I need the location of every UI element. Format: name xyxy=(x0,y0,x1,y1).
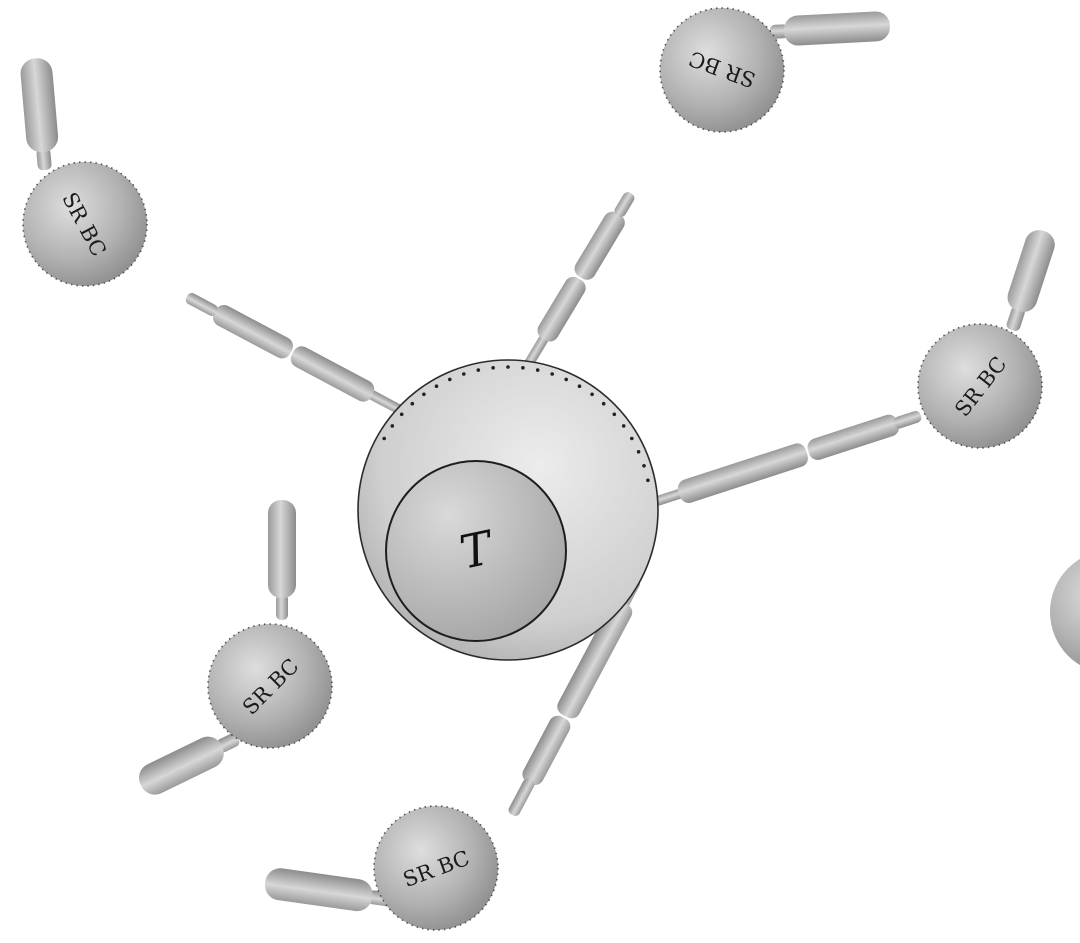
srbc-sphere-icon xyxy=(23,162,147,286)
membrane-dot xyxy=(390,424,395,428)
membrane-dot xyxy=(642,464,646,468)
membrane-dot xyxy=(462,372,466,376)
membrane-dot xyxy=(621,424,626,428)
satellite-edge-partial xyxy=(1050,558,1080,666)
membrane-dot xyxy=(535,368,540,372)
srbc-sphere-icon xyxy=(918,324,1042,448)
membrane-dot xyxy=(630,436,634,441)
membrane-dot xyxy=(399,412,404,417)
membrane-dot xyxy=(448,377,452,382)
connector-rods xyxy=(185,192,922,816)
membrane-dot xyxy=(434,384,439,389)
membrane-dot xyxy=(422,392,426,397)
satellite-right: SR BC xyxy=(917,230,1055,449)
satellite-bottom: SR BC xyxy=(264,805,499,931)
srbc-sphere-icon xyxy=(374,806,498,930)
membrane-dot xyxy=(564,377,568,382)
satellite-lower-left: SR BC xyxy=(138,500,333,795)
srbc-sphere-icon xyxy=(1050,558,1080,666)
membrane-dot xyxy=(636,450,641,454)
membrane-dot xyxy=(410,401,415,406)
membrane-dots xyxy=(382,365,650,483)
rod-upper-left xyxy=(185,292,405,416)
membrane-dot xyxy=(476,368,481,372)
membrane-dot xyxy=(646,478,650,483)
membrane-dot xyxy=(506,365,510,369)
rod-top xyxy=(522,192,635,372)
t-cell: T xyxy=(357,359,659,661)
rod-right xyxy=(644,410,922,509)
membrane-dot xyxy=(612,412,617,417)
membrane-dot xyxy=(550,372,554,376)
membrane-dot xyxy=(601,401,606,406)
satellite-upper-left: SR BC xyxy=(20,58,148,287)
t-cell-nucleus xyxy=(385,460,567,642)
satellite-top: SR BC xyxy=(659,7,890,133)
membrane-dot xyxy=(491,366,495,370)
membrane-dot xyxy=(382,436,387,441)
srbc-sphere-icon xyxy=(660,8,784,132)
membrane-dot xyxy=(521,366,525,370)
membrane-dot xyxy=(590,392,594,397)
srbc-sphere-icon xyxy=(208,624,332,748)
membrane-dot xyxy=(577,384,582,389)
